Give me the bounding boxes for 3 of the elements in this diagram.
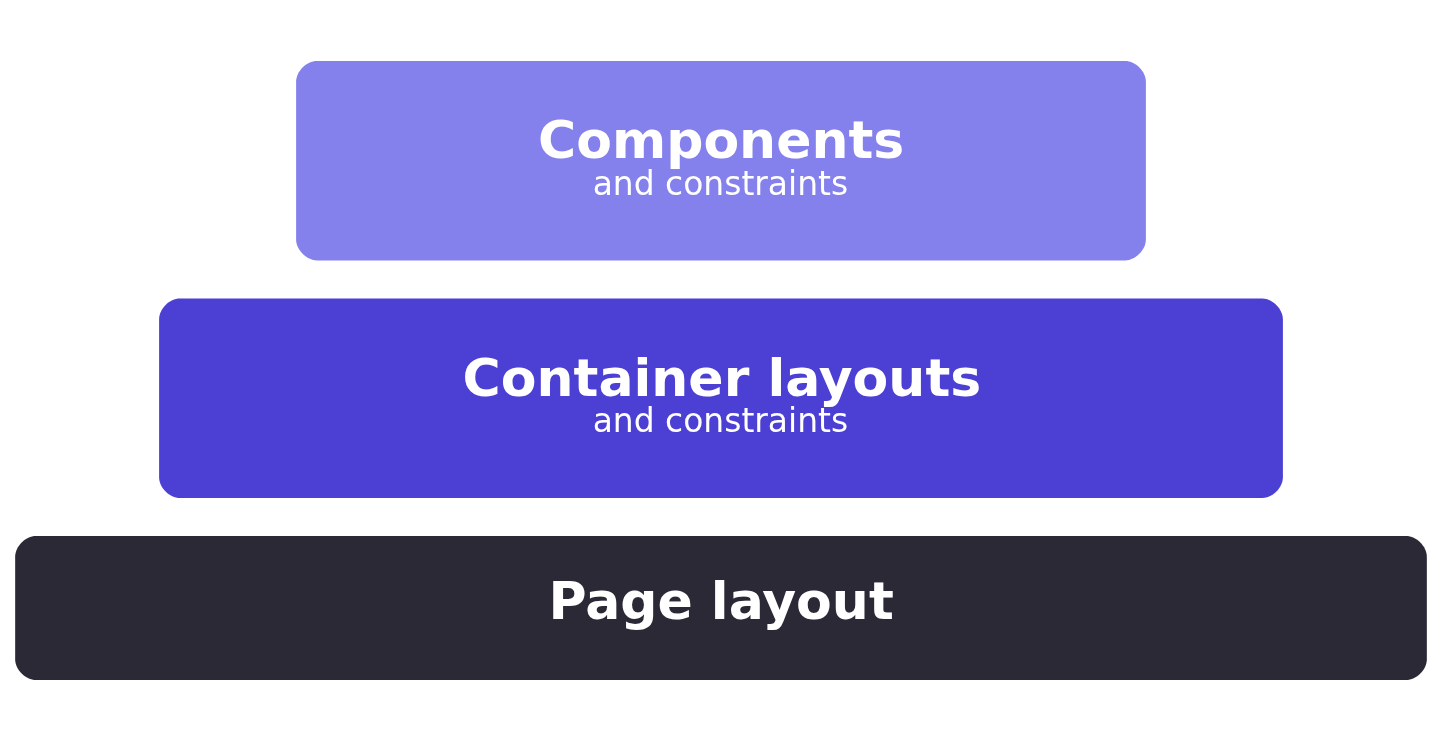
node-box: Container layouts and constraints (159, 298, 1283, 498)
node-box: Page layout (15, 535, 1427, 680)
node-box: Components and constraints (296, 60, 1146, 260)
